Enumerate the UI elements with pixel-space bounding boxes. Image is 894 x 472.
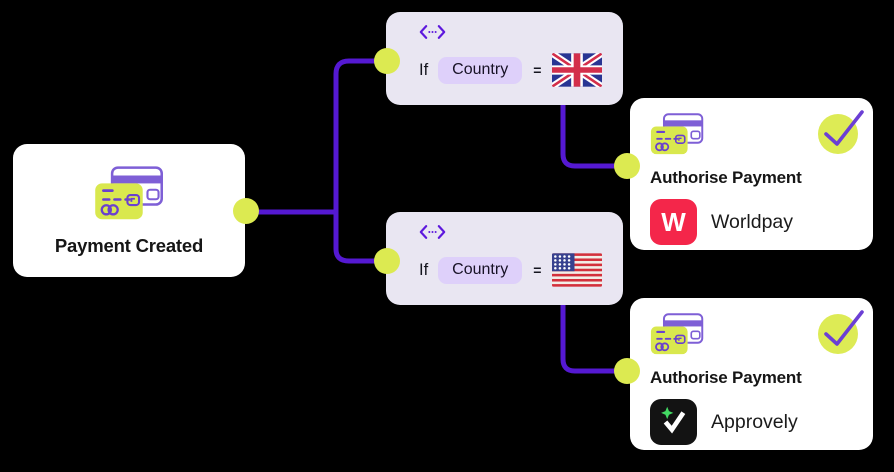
condition-expression-row: If Country = — [419, 53, 623, 87]
united-kingdom-flag-icon[interactable] — [552, 53, 603, 87]
condition-operator: = — [533, 62, 542, 78]
provider-name: Worldpay — [711, 210, 794, 233]
authorise-payment-title: Authorise Payment — [650, 368, 802, 387]
condition-expression-row: If Country = — [419, 253, 623, 287]
check-circle-icon — [818, 310, 864, 354]
code-condition-icon — [419, 25, 446, 39]
node-condition-country-uk[interactable]: If Country = — [386, 12, 623, 105]
credit-cards-icon — [95, 166, 163, 220]
port-condition-uk-input[interactable] — [374, 48, 400, 74]
provider-row: Approvely — [650, 399, 873, 445]
condition-if-label: If — [419, 60, 429, 79]
port-condition-us-input[interactable] — [374, 248, 400, 274]
approvely-check-sparkle-icon — [660, 406, 685, 434]
port-authorise-worldpay-input[interactable] — [614, 153, 640, 179]
node-authorise-payment-worldpay[interactable]: Authorise Payment W Worldpay — [630, 98, 873, 250]
worldpay-logo-letter: W — [661, 207, 686, 237]
node-payment-created[interactable]: Payment Created — [13, 144, 245, 277]
check-circle-icon — [818, 110, 864, 154]
provider-name: Approvely — [711, 410, 798, 433]
worldpay-logo: W — [650, 199, 697, 245]
port-payment-created-output[interactable] — [233, 198, 259, 224]
port-authorise-approvely-input[interactable] — [614, 358, 640, 384]
condition-field-pill[interactable]: Country — [438, 256, 523, 284]
connector-us-to-approvely — [560, 301, 629, 374]
condition-field-pill[interactable]: Country — [438, 56, 523, 84]
united-states-flag-icon[interactable] — [552, 253, 603, 287]
node-authorise-payment-approvely[interactable]: Authorise Payment Approvely — [630, 298, 873, 450]
payment-created-title: Payment Created — [54, 235, 204, 256]
approvely-logo — [650, 399, 697, 445]
condition-if-label: If — [419, 260, 429, 279]
node-condition-country-us[interactable]: If Country = — [386, 212, 623, 305]
condition-operator: = — [533, 262, 542, 278]
code-condition-icon — [419, 225, 446, 239]
credit-cards-icon — [650, 313, 704, 355]
connector-payment-to-conditions — [243, 58, 389, 264]
authorise-payment-title: Authorise Payment — [650, 168, 802, 187]
provider-row: W Worldpay — [650, 199, 873, 245]
credit-cards-icon — [650, 113, 704, 155]
